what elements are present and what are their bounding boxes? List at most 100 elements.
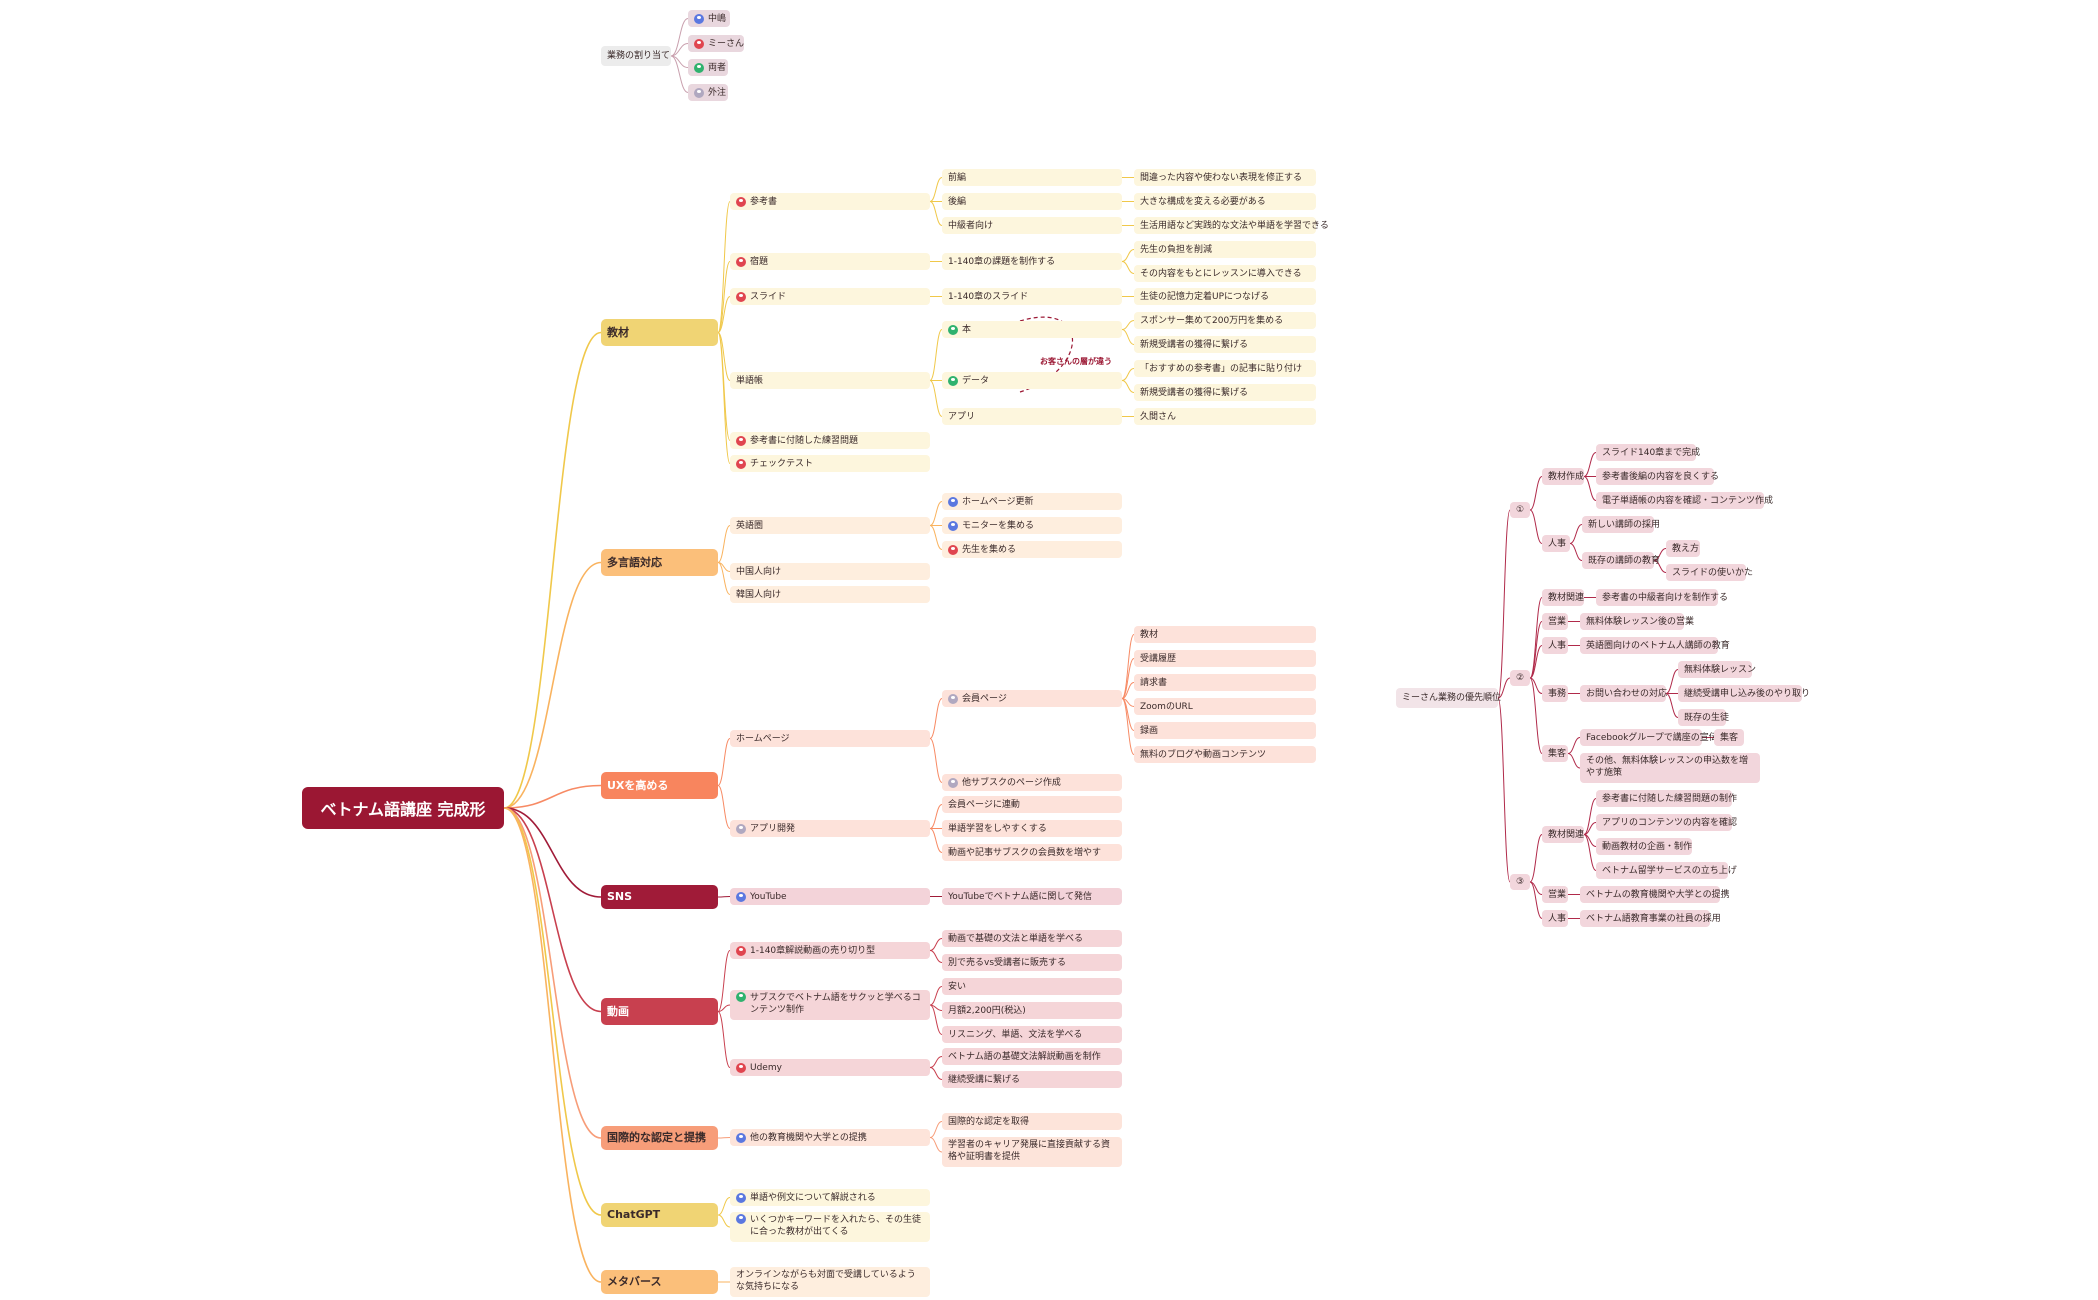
node-sankousho[interactable]: 参考書 <box>730 193 930 210</box>
branch-kyozai[interactable]: 教材 <box>601 319 718 346</box>
priority-3[interactable]: ③ <box>1510 874 1530 890</box>
node-kaiin-4[interactable]: ZoomのURL <box>1134 698 1316 715</box>
node-app-a[interactable]: 久間さん <box>1134 408 1316 425</box>
node-shukudai-b[interactable]: その内容をもとにレッスンに導入できる <box>1134 265 1316 282</box>
node-sensei[interactable]: 先生を集める <box>942 541 1122 558</box>
node-kiri-b[interactable]: 別で売るvs受講者に販売する <box>942 954 1122 971</box>
node-gpt-a[interactable]: 単語や例文について解説される <box>730 1189 930 1206</box>
node-tasabusuku[interactable]: 他サブスクのページ作成 <box>942 774 1122 791</box>
p2-shukyaku[interactable]: 集客 <box>1542 745 1568 762</box>
branch-ux[interactable]: UXを高める <box>601 772 718 799</box>
node-shukudai-1[interactable]: 1-140章の課題を制作する <box>942 253 1122 270</box>
node-tangocho[interactable]: 単語帳 <box>730 372 930 389</box>
p1-jinji-2b[interactable]: スライドの使いかた <box>1666 564 1753 581</box>
p2-jimu-1[interactable]: お問い合わせの対応 <box>1580 685 1667 702</box>
node-kaiin-2[interactable]: 受講履歴 <box>1134 650 1316 667</box>
node-kaiin[interactable]: 会員ページ <box>942 690 1122 707</box>
p3-kyozai-1[interactable]: 参考書に付随した練習問題の制作 <box>1596 790 1737 807</box>
p3-eigyo[interactable]: 営業 <box>1542 886 1568 903</box>
p2-shukyaku-1[interactable]: Facebookグループで講座の宣伝 <box>1580 729 1718 746</box>
node-kouhen[interactable]: 後編 <box>942 193 1122 210</box>
node-check[interactable]: チェックテスト <box>730 455 930 472</box>
branch-kokusai[interactable]: 国際的な認定と提携 <box>601 1126 718 1150</box>
node-kaiin-3[interactable]: 請求書 <box>1134 674 1316 691</box>
p2-jimu-1c[interactable]: 既存の生徒 <box>1678 709 1729 726</box>
p1-kyozai-3[interactable]: 電子単語帳の内容を確認・コンテンツ作成 <box>1596 492 1773 509</box>
p1-kyozai-2[interactable]: 参考書後編の内容を良くする <box>1596 468 1719 485</box>
node-sab-b[interactable]: 月額2,200円(税込) <box>942 1002 1122 1019</box>
member-outsource[interactable]: 外注 <box>688 84 728 101</box>
node-hp-koushin[interactable]: ホームページ更新 <box>942 493 1122 510</box>
p1-kyozai[interactable]: 教材作成 <box>1542 468 1584 485</box>
node-sabusuku[interactable]: サブスクでベトナム語をサクッと学べるコンテンツ制作 <box>730 990 930 1020</box>
node-udemy[interactable]: Udemy <box>730 1059 930 1076</box>
p3-kyozai[interactable]: 教材関連 <box>1542 826 1584 843</box>
node-shukudai[interactable]: 宿題 <box>730 253 930 270</box>
p2-jimu[interactable]: 事務 <box>1542 685 1568 702</box>
assignment-root[interactable]: 業務の割り当て <box>601 46 671 66</box>
node-data-b[interactable]: 新規受講者の獲得に繋げる <box>1134 384 1316 401</box>
node-kaiin-6[interactable]: 無料のブログや動画コンテンツ <box>1134 746 1316 763</box>
node-slide-a[interactable]: 生徒の記憶力定着UPにつなげる <box>1134 288 1316 305</box>
node-chukyu[interactable]: 中級者向け <box>942 217 1122 234</box>
node-teikei[interactable]: 他の教育機関や大学との提携 <box>730 1129 930 1146</box>
p1-jinji-2a[interactable]: 教え方 <box>1666 540 1700 557</box>
p3-eigyo-1[interactable]: ベトナムの教育機関や大学との提携 <box>1580 886 1730 903</box>
node-sab-c[interactable]: リスニング、単語、文法を学べる <box>942 1026 1122 1043</box>
p3-kyozai-3[interactable]: 動画教材の企画・制作 <box>1596 838 1692 855</box>
node-udemy-b[interactable]: 継続受講に繋げる <box>942 1071 1122 1088</box>
node-renshu[interactable]: 参考書に付随した練習問題 <box>730 432 930 449</box>
p2-shukyaku-1a[interactable]: 集客 <box>1714 729 1744 746</box>
p1-jinji-1[interactable]: 新しい講師の採用 <box>1582 516 1660 533</box>
p3-jinji-1[interactable]: ベトナム語教育事業の社員の採用 <box>1580 910 1721 927</box>
node-eigoken[interactable]: 英語圏 <box>730 517 930 534</box>
node-youtube-a[interactable]: YouTubeでベトナム語に関して発信 <box>942 888 1122 905</box>
node-kouhen-detail[interactable]: 大きな構成を変える必要がある <box>1134 193 1316 210</box>
node-hon-a[interactable]: スポンサー集めて200万円を集める <box>1134 312 1316 329</box>
node-kirisyou[interactable]: 1-140章解説動画の売り切り型 <box>730 942 930 959</box>
branch-douga[interactable]: 動画 <box>601 998 718 1025</box>
p2-kyozai-1[interactable]: 参考書の中級者向けを制作する <box>1596 589 1728 606</box>
branch-metaverse[interactable]: メタバース <box>601 1270 718 1294</box>
branch-tagengo[interactable]: 多言語対応 <box>601 549 718 576</box>
p2-jinji-1[interactable]: 英語圏向けのベトナム人講師の教育 <box>1580 637 1730 654</box>
node-udemy-a[interactable]: ベトナム語の基礎文法解説動画を制作 <box>942 1048 1122 1065</box>
priority-1[interactable]: ① <box>1510 502 1530 518</box>
p1-kyozai-1[interactable]: スライド140章まで完成 <box>1596 444 1700 461</box>
node-chukyu-detail[interactable]: 生活用語など実践的な文法や単語を学習できる <box>1134 217 1329 234</box>
member-mi-san[interactable]: ミーさん <box>688 35 744 52</box>
branch-chatgpt[interactable]: ChatGPT <box>601 1203 718 1227</box>
node-app-3[interactable]: 動画や記事サブスクの会員数を増やす <box>942 844 1122 861</box>
node-data[interactable]: データ <box>942 372 1122 389</box>
node-slide[interactable]: スライド <box>730 288 930 305</box>
node-appkaihatsu[interactable]: アプリ開発 <box>730 820 930 837</box>
node-homepage[interactable]: ホームページ <box>730 730 930 747</box>
node-gpt-b[interactable]: いくつかキーワードを入れたら、その生徒に合った教材が出てくる <box>730 1212 930 1242</box>
node-hon-b[interactable]: 新規受講者の獲得に繋げる <box>1134 336 1316 353</box>
node-kiri-a[interactable]: 動画で基礎の文法と単語を学べる <box>942 930 1122 947</box>
priority-root[interactable]: ミーさん業務の優先順位 <box>1396 688 1501 708</box>
p1-jinji-2[interactable]: 既存の講師の教育 <box>1582 552 1660 569</box>
node-app-2[interactable]: 単語学習をしやすくする <box>942 820 1122 837</box>
node-app-1[interactable]: 会員ページに連動 <box>942 796 1122 813</box>
node-zenpen[interactable]: 前編 <box>942 169 1122 186</box>
node-hon[interactable]: 本 <box>942 321 1122 338</box>
node-meta-a[interactable]: オンラインながらも対面で受講しているような気持ちになる <box>730 1267 930 1297</box>
p1-jinji[interactable]: 人事 <box>1542 535 1570 552</box>
p2-shukyaku-2[interactable]: その他、無料体験レッスンの申込数を増やす施策 <box>1580 753 1760 783</box>
p2-eigyo[interactable]: 営業 <box>1542 613 1568 630</box>
node-sab-a[interactable]: 安い <box>942 978 1122 995</box>
node-chugoku[interactable]: 中国人向け <box>730 563 930 580</box>
node-teikei-b[interactable]: 学習者のキャリア発展に直接貢献する資格や証明書を提供 <box>942 1137 1122 1167</box>
node-zenpen-detail[interactable]: 間違った内容や使わない表現を修正する <box>1134 169 1316 186</box>
p2-jimu-1b[interactable]: 継続受講申し込み後のやり取り <box>1678 685 1810 702</box>
p2-jinji[interactable]: 人事 <box>1542 637 1568 654</box>
p2-jimu-1a[interactable]: 無料体験レッスン <box>1678 661 1756 678</box>
node-monitor[interactable]: モニターを集める <box>942 517 1122 534</box>
node-kaiin-1[interactable]: 教材 <box>1134 626 1316 643</box>
member-both[interactable]: 両者 <box>688 59 728 76</box>
node-youtube[interactable]: YouTube <box>730 888 930 905</box>
node-kankoku[interactable]: 韓国人向け <box>730 586 930 603</box>
p3-jinji[interactable]: 人事 <box>1542 910 1568 927</box>
node-kaiin-5[interactable]: 録画 <box>1134 722 1316 739</box>
